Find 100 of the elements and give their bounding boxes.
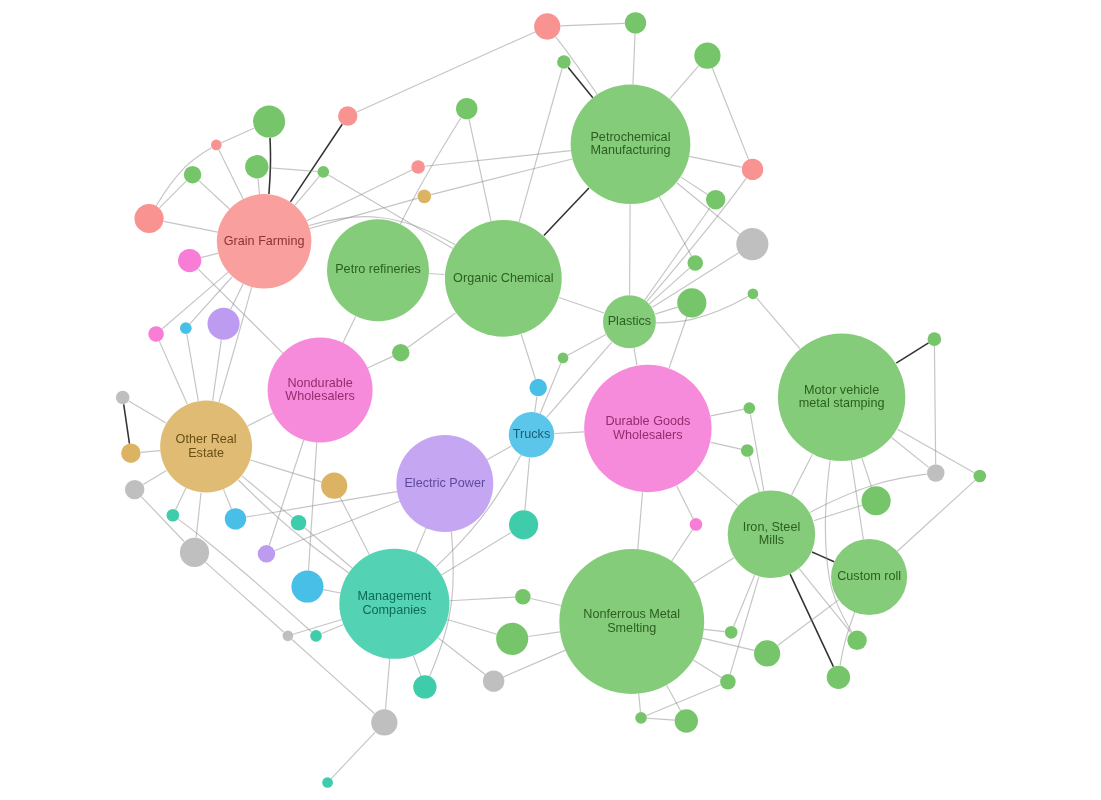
- connector: [322, 589, 341, 594]
- connector: [256, 177, 260, 195]
- node-circle: [321, 777, 333, 788]
- node-circle: Trucks: [508, 412, 554, 458]
- connector: [273, 500, 400, 552]
- node-circle: [210, 139, 222, 151]
- connector: [554, 36, 598, 95]
- node-circle: [724, 626, 737, 639]
- node-circle: [224, 508, 246, 530]
- connector: [197, 268, 283, 354]
- node-circle: Organic Chemical: [444, 219, 562, 337]
- node-circle: [179, 537, 209, 567]
- node-circle: Petro refineries: [326, 219, 429, 322]
- node-circle: [412, 675, 437, 699]
- node-circle: Nondurable Wholesalers: [267, 337, 373, 443]
- node-circle: [528, 378, 547, 397]
- connector: [533, 396, 537, 413]
- node-circle: [410, 160, 425, 174]
- connector: [289, 123, 343, 203]
- node-circle: [290, 514, 306, 531]
- node-circle: [166, 508, 179, 522]
- node-circle: [455, 97, 477, 120]
- node-circle: [705, 190, 725, 210]
- node-circle: [115, 390, 129, 405]
- node-circle: [316, 166, 329, 178]
- node-circle: [674, 709, 698, 733]
- node-circle: [624, 12, 646, 34]
- node-circle: Nonferrous Metal Smelting: [558, 549, 704, 694]
- node-circle: Motor vehicle metal stamping: [777, 333, 905, 461]
- node-circle: Iron, Steel Mills: [727, 490, 815, 579]
- node-circle: Petrochemical Manufacturing: [570, 84, 690, 205]
- connector: [122, 403, 130, 445]
- node-circle: [257, 545, 275, 563]
- node-circle: [183, 165, 201, 184]
- connector: [267, 137, 271, 195]
- node-circle: [972, 469, 986, 483]
- node-circle: [124, 479, 144, 500]
- node-circle: [556, 55, 571, 69]
- connector: [545, 341, 612, 418]
- node-circle: [309, 630, 322, 642]
- node-circle: [179, 322, 192, 335]
- connector: [632, 347, 637, 366]
- node-circle: [370, 709, 397, 736]
- node-circle: [508, 510, 538, 540]
- node-circle: [147, 326, 164, 342]
- connector: [566, 66, 594, 99]
- node-circle: [676, 288, 706, 318]
- node-circle: [926, 464, 945, 482]
- node-circle: [391, 343, 409, 362]
- node-circle: Custom roll: [830, 538, 907, 616]
- node-circle: [927, 332, 941, 346]
- node-circle: Other Real Estate: [159, 400, 252, 493]
- node-circle: [120, 443, 141, 463]
- node-circle: [743, 402, 755, 414]
- node-circle: [133, 203, 164, 234]
- node-circle: Grain Farming: [216, 194, 311, 289]
- connector: [399, 117, 461, 225]
- connector: [788, 573, 834, 668]
- node-circle: [533, 13, 560, 40]
- node-circle: [177, 248, 201, 273]
- node-circle: [689, 518, 702, 531]
- node-circle: [495, 622, 528, 655]
- node-circle: [282, 630, 293, 642]
- node-circle: [693, 42, 721, 69]
- connector: [140, 496, 185, 543]
- node-circle: [514, 588, 531, 605]
- connector: [427, 272, 445, 276]
- connector: [894, 342, 929, 364]
- node-circle: [482, 670, 504, 692]
- connector: [643, 207, 711, 301]
- node-circle: [252, 105, 285, 138]
- node-circle: [417, 189, 431, 204]
- node-circle: [826, 665, 850, 689]
- node-circle: [719, 673, 736, 690]
- node-circle: Management Companies: [338, 548, 449, 659]
- node-circle: Durable Goods Wholesalers: [583, 364, 712, 493]
- node-circle: Electric Power: [395, 435, 493, 532]
- connector: [237, 479, 349, 574]
- node-circle: [686, 255, 703, 271]
- connector: [199, 252, 219, 259]
- node-circle: [861, 486, 891, 516]
- node-circle: [747, 288, 758, 300]
- node-circle: [634, 712, 647, 724]
- node-circle: [753, 640, 780, 667]
- node-circle: [740, 444, 754, 457]
- node-circle: [290, 570, 323, 603]
- node-circle: [735, 228, 768, 261]
- connector: [327, 174, 453, 250]
- node-circle: [337, 106, 357, 126]
- connector: [675, 182, 740, 235]
- node-circle: Plastics: [602, 295, 656, 349]
- node-circle: [320, 472, 347, 499]
- connector: [542, 187, 590, 237]
- node-circle: [244, 155, 268, 179]
- node-circle: [846, 630, 867, 651]
- node-circle: [557, 352, 568, 364]
- node-circle: [207, 307, 240, 340]
- node-circle: [741, 158, 763, 181]
- connector: [810, 551, 835, 563]
- connector: [651, 252, 739, 308]
